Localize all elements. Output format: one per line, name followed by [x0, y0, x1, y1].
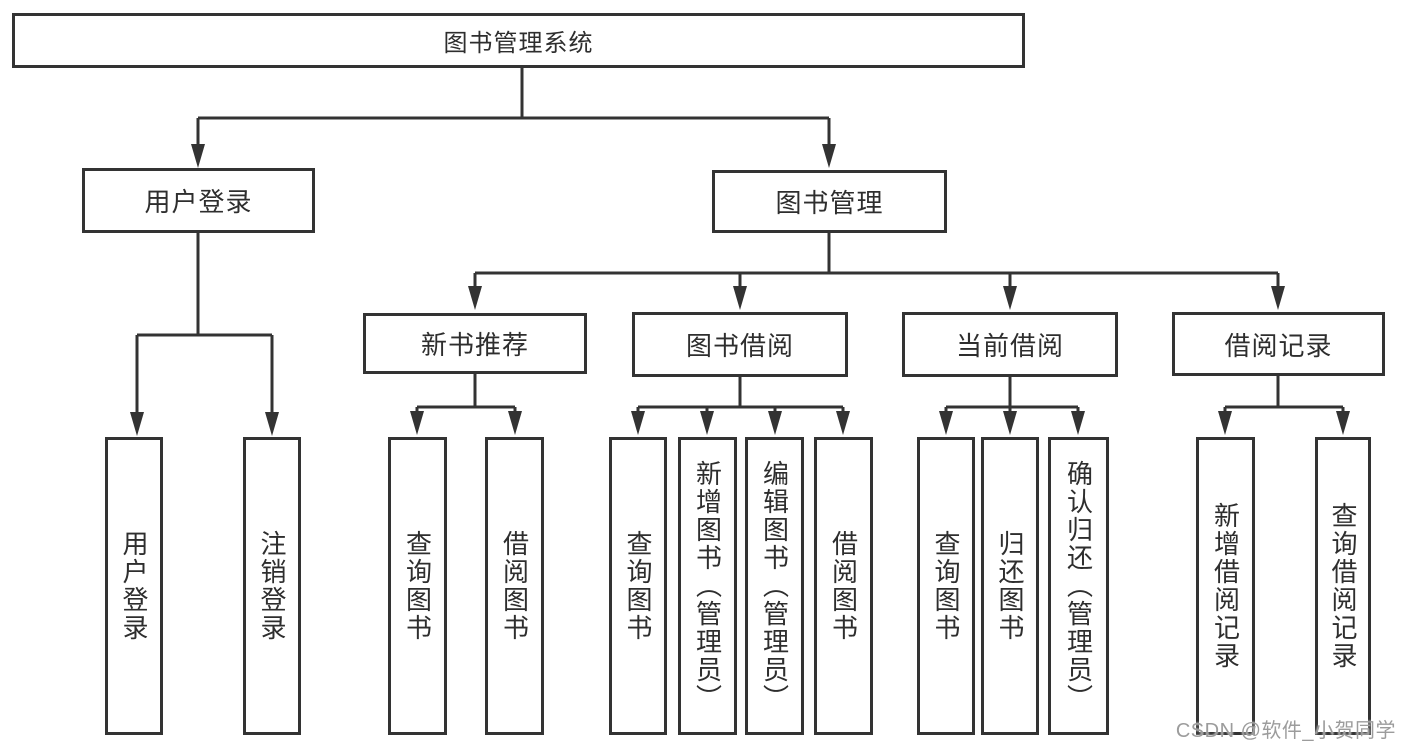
node-label: 借阅图书	[828, 530, 859, 642]
node-label: 用户登录	[144, 187, 253, 217]
node-label: 归还图书	[995, 530, 1025, 642]
node-label: 图书管理系统	[443, 30, 594, 57]
node-borrow-records: 借阅记录	[1172, 312, 1385, 376]
leaf-query-books-recommend: 查询图书	[388, 437, 447, 735]
node-label: 确认归还（管理员）	[1063, 460, 1094, 712]
node-label: 新增图书（管理员）	[692, 460, 723, 712]
leaf-query-books-current: 查询图书	[917, 437, 975, 735]
node-label: 注销登录	[257, 530, 287, 642]
node-label: 图书借阅	[685, 331, 794, 361]
leaf-edit-books-admin: 编辑图书（管理员）	[745, 437, 804, 735]
leaf-query-books-borrow: 查询图书	[609, 437, 667, 735]
node-user-login: 用户登录	[82, 168, 315, 233]
node-label: 查询图书	[623, 530, 653, 642]
leaf-return-books: 归还图书	[981, 437, 1039, 735]
node-label: 借阅图书	[499, 530, 530, 642]
node-label: 用户登录	[119, 530, 149, 642]
leaf-add-borrow-record: 新增借阅记录	[1196, 437, 1255, 735]
node-label: 借阅记录	[1224, 330, 1333, 361]
node-label: 查询图书	[402, 530, 433, 642]
node-book-borrowing: 图书借阅	[632, 312, 848, 377]
node-new-book-recommend: 新书推荐	[363, 313, 587, 374]
node-label: 图书管理	[775, 188, 884, 218]
node-label: 编辑图书（管理员）	[759, 460, 790, 712]
leaf-add-books-admin: 新增图书（管理员）	[678, 437, 737, 735]
node-label: 查询图书	[931, 530, 961, 642]
node-label: 新增借阅记录	[1210, 502, 1241, 670]
leaf-borrow-books-recommend: 借阅图书	[485, 437, 544, 735]
arrowhead-icons	[130, 144, 1350, 436]
node-label: 当前借阅	[955, 331, 1064, 361]
node-book-management: 图书管理	[712, 170, 947, 233]
leaf-confirm-return-admin: 确认归还（管理员）	[1048, 437, 1109, 735]
node-label: 新书推荐	[420, 330, 529, 360]
leaf-user-login: 用户登录	[105, 437, 163, 735]
csdn-watermark: CSDN @软件_小贺同学	[1175, 720, 1396, 742]
node-label: 查询借阅记录	[1328, 502, 1358, 670]
node-root-system: 图书管理系统	[12, 13, 1025, 68]
leaf-query-borrow-record: 查询借阅记录	[1315, 437, 1371, 735]
node-current-borrowing: 当前借阅	[902, 312, 1118, 377]
leaf-borrow-books: 借阅图书	[814, 437, 873, 735]
leaf-logout: 注销登录	[243, 437, 301, 735]
